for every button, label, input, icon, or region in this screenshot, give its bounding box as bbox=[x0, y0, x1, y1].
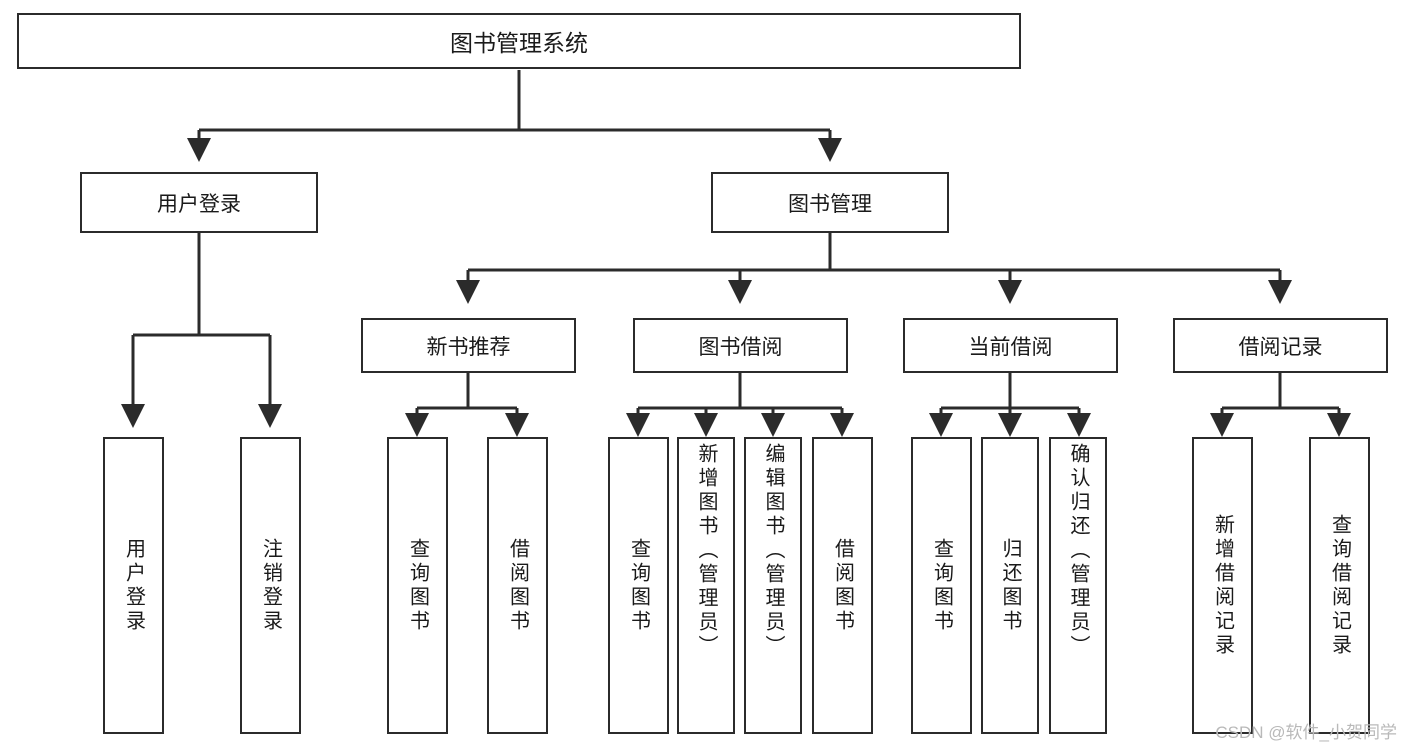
leaf-edit-book-label: 编辑图书（管理员） bbox=[762, 443, 784, 659]
leaf-confirm-return-label: 确认归还（管理员） bbox=[1067, 443, 1089, 659]
leaf-return-book[interactable]: 归还图书 bbox=[981, 437, 1039, 734]
node-user-login[interactable]: 用户登录 bbox=[80, 172, 318, 233]
leaf-logout-login-label: 注销登录 bbox=[259, 537, 282, 634]
node-current-borrow[interactable]: 当前借阅 bbox=[903, 318, 1118, 373]
leaf-user-login[interactable]: 用户登录 bbox=[103, 437, 164, 734]
leaf-query-book-3[interactable]: 查询图书 bbox=[911, 437, 972, 734]
node-user-login-label: 用户登录 bbox=[157, 192, 241, 216]
leaf-query-record-label: 查询借阅记录 bbox=[1328, 513, 1351, 658]
node-book-management[interactable]: 图书管理 bbox=[711, 172, 949, 233]
leaf-query-book-1-label: 查询图书 bbox=[406, 537, 429, 634]
leaf-add-record-label: 新增借阅记录 bbox=[1211, 513, 1234, 658]
leaf-query-book-1[interactable]: 查询图书 bbox=[387, 437, 448, 734]
node-root[interactable]: 图书管理系统 bbox=[17, 13, 1021, 69]
leaf-query-book-3-label: 查询图书 bbox=[930, 537, 953, 634]
leaf-query-record[interactable]: 查询借阅记录 bbox=[1309, 437, 1370, 734]
node-new-book-recommend[interactable]: 新书推荐 bbox=[361, 318, 576, 373]
node-borrow-record-label: 借阅记录 bbox=[1238, 335, 1323, 359]
node-borrow-record[interactable]: 借阅记录 bbox=[1173, 318, 1388, 373]
leaf-add-record[interactable]: 新增借阅记录 bbox=[1192, 437, 1253, 734]
node-new-book-recommend-label: 新书推荐 bbox=[426, 335, 511, 359]
leaf-user-login-label: 用户登录 bbox=[122, 537, 145, 634]
node-book-management-label: 图书管理 bbox=[788, 192, 872, 216]
node-current-borrow-label: 当前借阅 bbox=[968, 335, 1053, 359]
leaf-logout-login[interactable]: 注销登录 bbox=[240, 437, 301, 734]
leaf-edit-book[interactable]: 编辑图书（管理员） bbox=[744, 437, 802, 734]
leaf-add-book-label: 新增图书（管理员） bbox=[695, 443, 717, 659]
node-book-borrow[interactable]: 图书借阅 bbox=[633, 318, 848, 373]
leaf-borrow-book-2[interactable]: 借阅图书 bbox=[812, 437, 873, 734]
leaf-return-book-label: 归还图书 bbox=[999, 537, 1021, 634]
leaf-query-book-2-label: 查询图书 bbox=[627, 537, 650, 634]
csdn-watermark: CSDN @软件_小贺同学 bbox=[1215, 723, 1397, 742]
leaf-borrow-book-2-label: 借阅图书 bbox=[831, 537, 854, 634]
leaf-add-book[interactable]: 新增图书（管理员） bbox=[677, 437, 735, 734]
leaf-borrow-book-1[interactable]: 借阅图书 bbox=[487, 437, 548, 734]
node-root-label: 图书管理系统 bbox=[450, 30, 588, 56]
node-book-borrow-label: 图书借阅 bbox=[698, 335, 783, 359]
leaf-borrow-book-1-label: 借阅图书 bbox=[506, 537, 529, 634]
leaf-query-book-2[interactable]: 查询图书 bbox=[608, 437, 669, 734]
leaf-confirm-return[interactable]: 确认归还（管理员） bbox=[1049, 437, 1107, 734]
